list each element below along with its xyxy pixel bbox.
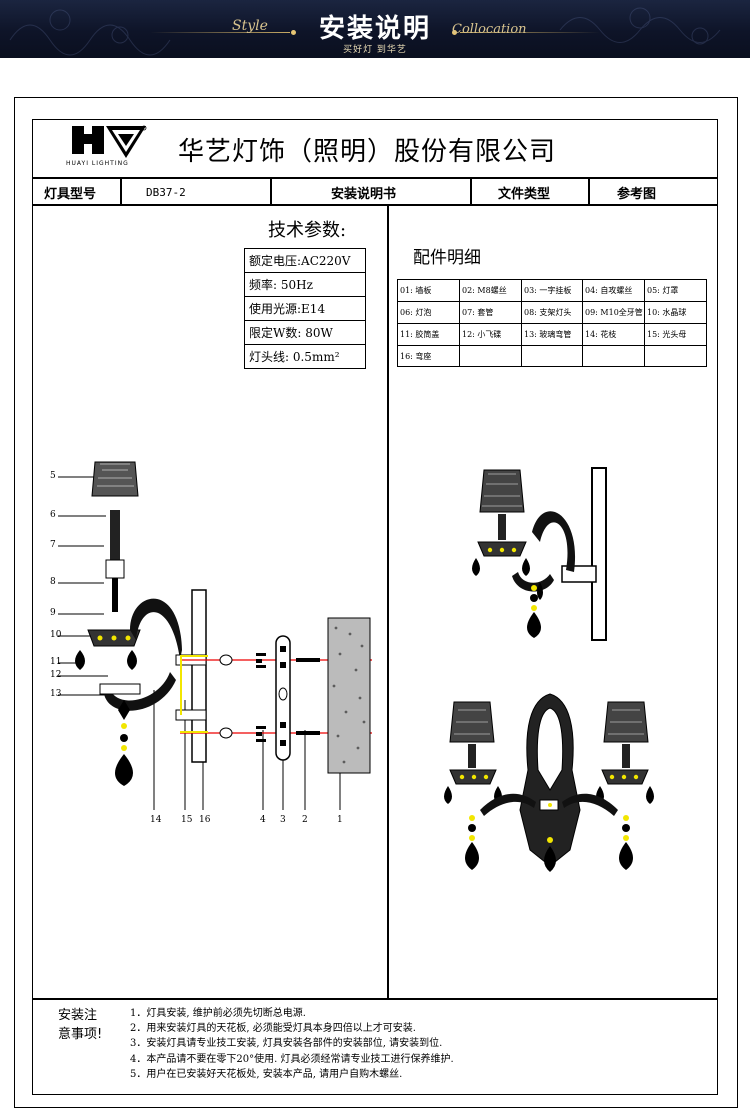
exploded-installation-diagram — [58, 461, 372, 810]
rule — [270, 177, 272, 205]
part-cell: 07: 套管 — [462, 308, 494, 317]
notes-heading-line1: 安装注 — [58, 1008, 98, 1023]
notes-heading-line2: 意事项! — [58, 1027, 103, 1042]
side-view-illustration — [472, 467, 607, 641]
banner-subtitle: 买好灯 到华艺 — [343, 45, 407, 55]
document-outer-frame — [14, 97, 738, 1108]
rule — [644, 280, 645, 366]
rule — [398, 323, 706, 324]
part-cell: 10: 水晶球 — [647, 308, 687, 317]
tech-specs-title: 技术参数: — [268, 220, 347, 241]
banner-title: 安装说明 — [318, 14, 431, 44]
callout-number: 4 — [260, 815, 266, 825]
callout-number: 12 — [50, 670, 62, 680]
column-divider — [387, 204, 389, 999]
callout-number: 7 — [50, 540, 56, 550]
notes-list: 1．灯具安装, 维护前必须先切断总电源. 2．用来安装灯具的天花板, 必须能受灯… — [130, 1006, 454, 1082]
spec-voltage: 额定电压:AC220V — [245, 249, 365, 273]
note-item: 5．用户在已安装好天花板处, 安装本产品, 请用户自购木螺丝. — [130, 1068, 403, 1080]
document-inner-frame — [32, 119, 718, 1095]
part-cell: 14: 花枝 — [585, 330, 617, 339]
rule — [459, 280, 460, 366]
part-cell: 06: 灯泡 — [400, 308, 432, 317]
part-cell: 12: 小飞碟 — [462, 330, 502, 339]
file-type-label: 文件类型 — [498, 187, 551, 202]
header-banner: Style Collocation 安装说明 买好灯 到华艺 — [0, 0, 750, 58]
rule — [32, 204, 718, 206]
callout-number: 1 — [337, 815, 343, 825]
front-view-illustration — [444, 693, 654, 872]
banner-script-right: Collocation — [452, 22, 527, 37]
part-cell: 13: 玻璃弯管 — [524, 330, 572, 339]
part-cell: 04: 自攻螺丝 — [585, 286, 633, 295]
rule — [582, 280, 583, 366]
callout-number: 14 — [150, 815, 162, 825]
company-name: 华艺灯饰（照明）股份有限公司 — [178, 137, 557, 167]
spec-wire: 灯头线: 0.5mm² — [249, 350, 340, 364]
part-cell: 03: 一字挂板 — [524, 286, 572, 295]
part-cell: 08: 支架灯头 — [524, 308, 572, 317]
parts-table: 01: 墙板 02: M8螺丝 03: 一字挂板 04: 自攻螺丝 05: 灯罩… — [397, 279, 707, 367]
callout-number: 11 — [50, 657, 62, 667]
rule — [32, 177, 718, 179]
rule — [398, 345, 706, 346]
rule — [521, 280, 522, 366]
swirl-pattern — [9, 7, 721, 56]
rule — [470, 177, 472, 205]
part-cell: 05: 灯罩 — [647, 286, 679, 295]
file-type-value: 参考图 — [617, 187, 657, 202]
callout-number: 3 — [280, 815, 286, 825]
company-logo — [72, 125, 147, 158]
callout-number: 2 — [302, 815, 308, 825]
callout-number: 15 — [181, 815, 193, 825]
part-cell: 16: 弯座 — [400, 352, 432, 361]
part-cell: 09: M10全牙管 — [585, 308, 643, 317]
callout-number: 5 — [50, 471, 56, 481]
part-cell: 15: 光头母 — [647, 330, 687, 339]
document-title: 安装说明书 — [331, 187, 397, 202]
gold-dot-left — [291, 30, 296, 35]
note-item: 4．本产品请不要在零下20°使用. 灯具必须经常请专业技工进行保养维护. — [130, 1053, 454, 1065]
callout-number: 9 — [50, 608, 56, 618]
banner-script-left: Style — [232, 18, 268, 34]
callout-number: 10 — [50, 630, 62, 640]
part-cell: 01: 墙板 — [400, 286, 432, 295]
notes-divider — [32, 998, 718, 1000]
rule — [120, 177, 122, 205]
gold-rule-right — [460, 32, 600, 33]
note-item: 3．安装灯具请专业技工安装, 灯具安装各部件的安装部位, 请安装到位. — [130, 1038, 443, 1050]
gold-rule-left — [150, 32, 290, 33]
note-item: 2．用来安装灯具的天花板, 必须能受灯具本身四倍以上才可安装. — [130, 1023, 416, 1035]
note-item: 1．灯具安装, 维护前必须先切断总电源. — [130, 1008, 306, 1019]
spec-wattage: 限定W数: 80W — [245, 321, 365, 345]
tech-specs-box: 额定电压:AC220V 频率: 50Hz 使用光源:E14 限定W数: 80W … — [244, 248, 366, 369]
callout-number: 13 — [50, 689, 62, 699]
callout-number: 8 — [50, 577, 56, 587]
model-label: 灯具型号 — [44, 187, 97, 202]
model-value: DB37-2 — [146, 186, 186, 199]
parts-title: 配件明细 — [413, 248, 481, 268]
part-cell: 02: M8螺丝 — [462, 286, 507, 295]
rule — [588, 177, 590, 205]
logo-caption: HUAYI LIGHTING — [66, 160, 129, 167]
notes-heading: 安装注 意事项! — [58, 1006, 108, 1044]
rule — [398, 301, 706, 302]
gold-dot-right — [452, 30, 457, 35]
callout-number: 6 — [50, 510, 56, 520]
spec-frequency: 频率: 50Hz — [245, 273, 365, 297]
callout-number: 16 — [199, 815, 211, 825]
part-cell: 11: 胶筒盖 — [400, 330, 440, 339]
spec-light-source: 使用光源:E14 — [245, 297, 365, 321]
